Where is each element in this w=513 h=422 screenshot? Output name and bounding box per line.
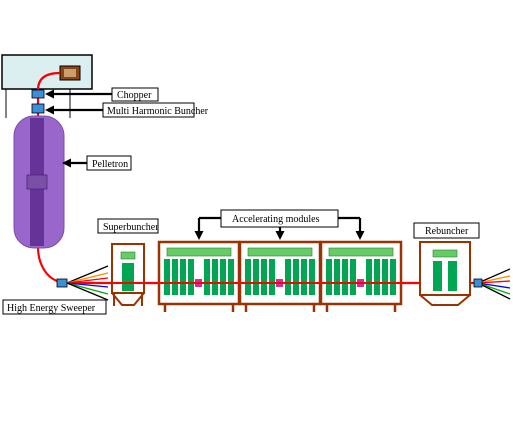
superbuncher-cryostat [111,243,145,306]
pelletron-tank [13,115,65,249]
accelerating-module-3 [319,240,403,312]
buncher-device [31,103,45,114]
left-beam-fan [66,265,109,301]
accelerating-module-2 [238,240,322,312]
accelerating-modules-label: Accelerating modules [232,214,320,225]
pelletron-label: Pelletron [92,159,128,170]
end-sweeper-device [473,278,483,288]
accelerating-module-1 [157,240,241,312]
right-beam-fan [477,268,511,300]
chopper-device [31,89,45,99]
high-energy-sweeper-device [56,278,68,288]
high-energy-sweeper-label: High Energy Sweeper [7,303,96,314]
superbuncher-label: Superbuncher [103,222,159,233]
rebuncher-label: Rebuncher [425,226,469,237]
ion-source [1,54,93,118]
chopper-label: Chopper [117,90,152,101]
multi-harmonic-buncher-label: Multi Harmonic Buncher [107,106,209,117]
rebuncher-cryostat [419,241,471,306]
